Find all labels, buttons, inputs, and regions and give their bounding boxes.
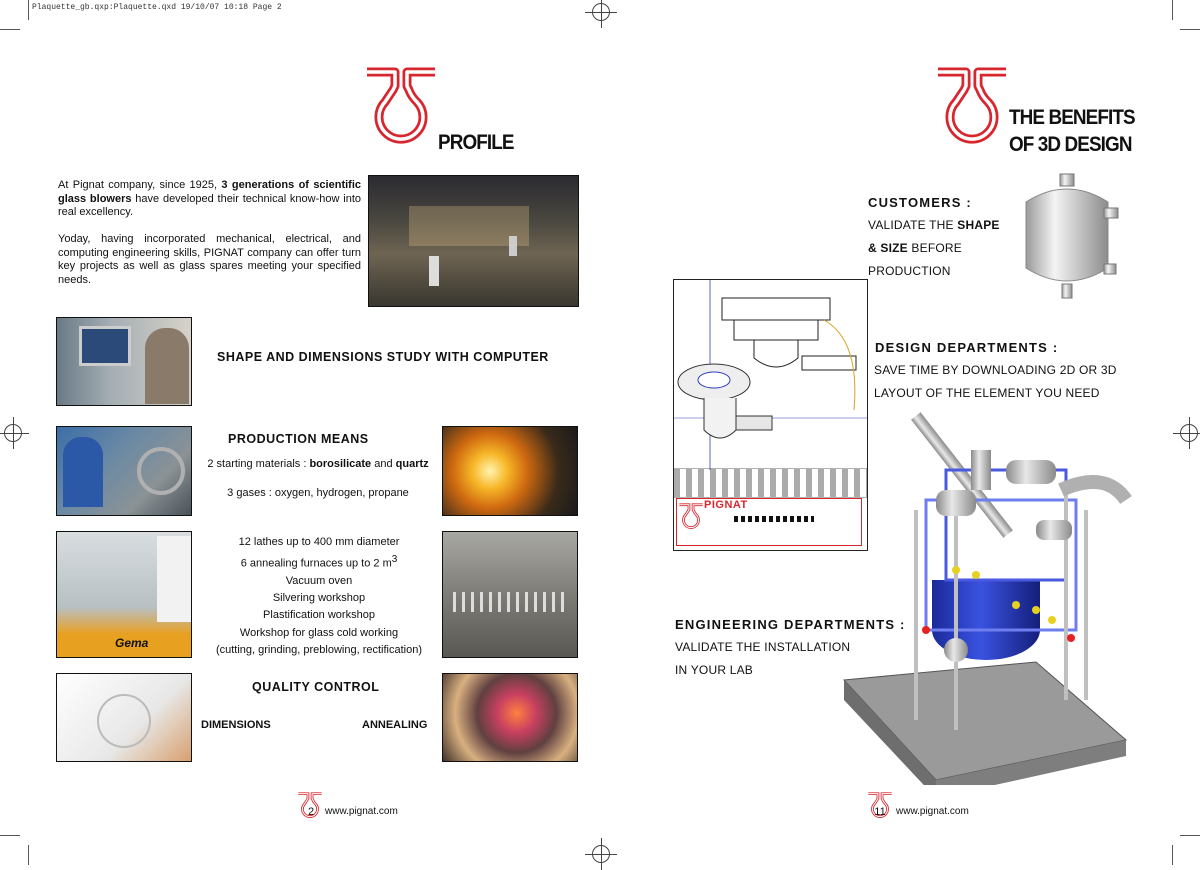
equipment-item: Plastification workshop	[263, 609, 375, 622]
crop-mark	[0, 29, 20, 30]
intro-bold-text: 3 generations of scientific glass blower…	[58, 179, 362, 205]
page-logo-icon	[298, 792, 322, 818]
design-heading: DESIGN DEPARTMENTS :	[875, 340, 1059, 355]
equipment-item: 12 lathes up to 400 mm diameter	[238, 536, 400, 548]
page-number: 11	[874, 806, 886, 818]
page-title-profile: PROFILE	[438, 131, 515, 154]
engineering-line: VALIDATE THE INSTALLATION	[675, 640, 851, 654]
vessel-render-icon	[1025, 173, 1119, 299]
equipment-photo: Gema	[56, 531, 192, 658]
engineering-line: IN YOUR LAB	[675, 663, 754, 677]
installation-3d-render-icon	[842, 412, 1132, 785]
materials-text: and	[371, 458, 396, 470]
design-line: LAYOUT OF THE ELEMENT YOU NEED	[874, 386, 1100, 400]
customers-text: VALIDATE THE SHAPE & SIZE BEFORE PRODUCT…	[868, 214, 1000, 283]
dimensions-photo	[56, 673, 192, 762]
dimensions-label: DIMENSIONS	[201, 719, 271, 731]
workshop-photo	[368, 175, 579, 307]
equipment-item: Vacuum oven	[285, 575, 353, 588]
equipment-item: Silvering workshop	[272, 592, 366, 605]
intro-text: have developed their technical know-how …	[58, 192, 361, 219]
title-line: OF 3D DESIGN	[1009, 133, 1132, 156]
customers-line: PRODUCTION	[868, 264, 951, 278]
gema-label: Gema	[115, 636, 149, 650]
pignat-logo-icon	[938, 67, 1006, 144]
page-number: 2	[307, 806, 315, 818]
engineering-text: VALIDATE THE INSTALLATION IN YOUR LAB	[675, 636, 850, 682]
quality-heading: QUALITY CONTROL	[252, 680, 380, 694]
registration-mark-icon	[585, 0, 617, 28]
flame-glass-photo	[442, 426, 578, 516]
drawing-brand: PIGNAT	[704, 499, 748, 511]
customers-heading: CUSTOMERS :	[868, 195, 972, 210]
page-title-benefits: THE BENEFITS OF 3D DESIGN	[1009, 104, 1136, 158]
glassblower-photo	[56, 426, 192, 516]
footer-url-link[interactable]: www.pignat.com	[896, 806, 969, 817]
bold-shape: SHAPE	[957, 218, 1000, 232]
crop-mark	[1172, 0, 1173, 20]
bold-size: & SIZE	[868, 241, 908, 255]
crop-mark	[28, 845, 29, 865]
design-text: SAVE TIME BY DOWNLOADING 2D OR 3D LAYOUT…	[874, 359, 1117, 405]
crop-mark	[1180, 835, 1200, 836]
material-quartz: quartz	[395, 458, 429, 470]
equipment-item: (cutting, grinding, preblowing, rectific…	[215, 643, 423, 656]
crop-mark	[1180, 29, 1200, 30]
production-heading: PRODUCTION MEANS	[228, 432, 369, 446]
technical-drawing: PIGNAT	[673, 279, 868, 551]
print-slug: Plaquette_gb.qxp:Plaquette.qxd 19/10/07 …	[32, 3, 282, 12]
material-borosilicate: borosilicate	[309, 458, 372, 470]
text: BEFORE	[907, 241, 962, 255]
registration-mark-icon	[0, 417, 29, 449]
crop-mark	[0, 835, 20, 836]
glassware-rack-photo	[442, 531, 578, 658]
computer-study-photo	[56, 317, 192, 406]
furnace-text: 6 annealing furnaces up to 2 m	[240, 557, 392, 570]
design-line: SAVE TIME BY DOWNLOADING 2D OR 3D	[874, 363, 1117, 377]
intro-paragraph-2: Yoday, having incorporated mechanical, e…	[58, 233, 361, 286]
engineering-heading: ENGINEERING DEPARTMENTS :	[675, 617, 906, 632]
gases-line: 3 gases : oxygen, hydrogen, propane	[227, 487, 409, 499]
crop-mark	[28, 0, 29, 20]
equipment-item: 6 annealing furnaces up to 2 m3	[198, 551, 440, 573]
intro-text: At Pignat company, since 1925,	[58, 179, 222, 191]
equipment-list: 12 lathes up to 400 mm diameter 6 anneal…	[198, 534, 440, 659]
materials-text: 2 starting materials :	[207, 458, 310, 470]
annealing-label: ANNEALING	[362, 719, 428, 731]
annealing-photo	[442, 673, 578, 762]
page-logo-icon	[868, 792, 892, 818]
customers-line: & SIZE BEFORE	[868, 237, 1000, 260]
materials-line: 2 starting materials : borosilicate and …	[198, 458, 438, 470]
pignat-logo-icon	[367, 67, 435, 144]
furnace-superscript: 3	[391, 554, 398, 566]
shape-heading: SHAPE AND DIMENSIONS STUDY WITH COMPUTER	[217, 350, 549, 364]
customers-line: VALIDATE THE SHAPE	[868, 214, 1000, 237]
drawing-logo-icon	[679, 503, 703, 529]
registration-mark-icon	[585, 838, 617, 870]
registration-mark-icon	[1173, 417, 1200, 449]
technical-drawing-icon	[674, 280, 867, 470]
crop-mark	[1172, 845, 1173, 865]
intro-paragraph-1: At Pignat company, since 1925, 3 generat…	[58, 179, 361, 220]
text: VALIDATE THE	[868, 218, 958, 232]
footer-url-link[interactable]: www.pignat.com	[325, 806, 398, 817]
title-line: THE BENEFITS	[1009, 106, 1136, 129]
equipment-item: Workshop for glass cold working	[239, 626, 399, 639]
